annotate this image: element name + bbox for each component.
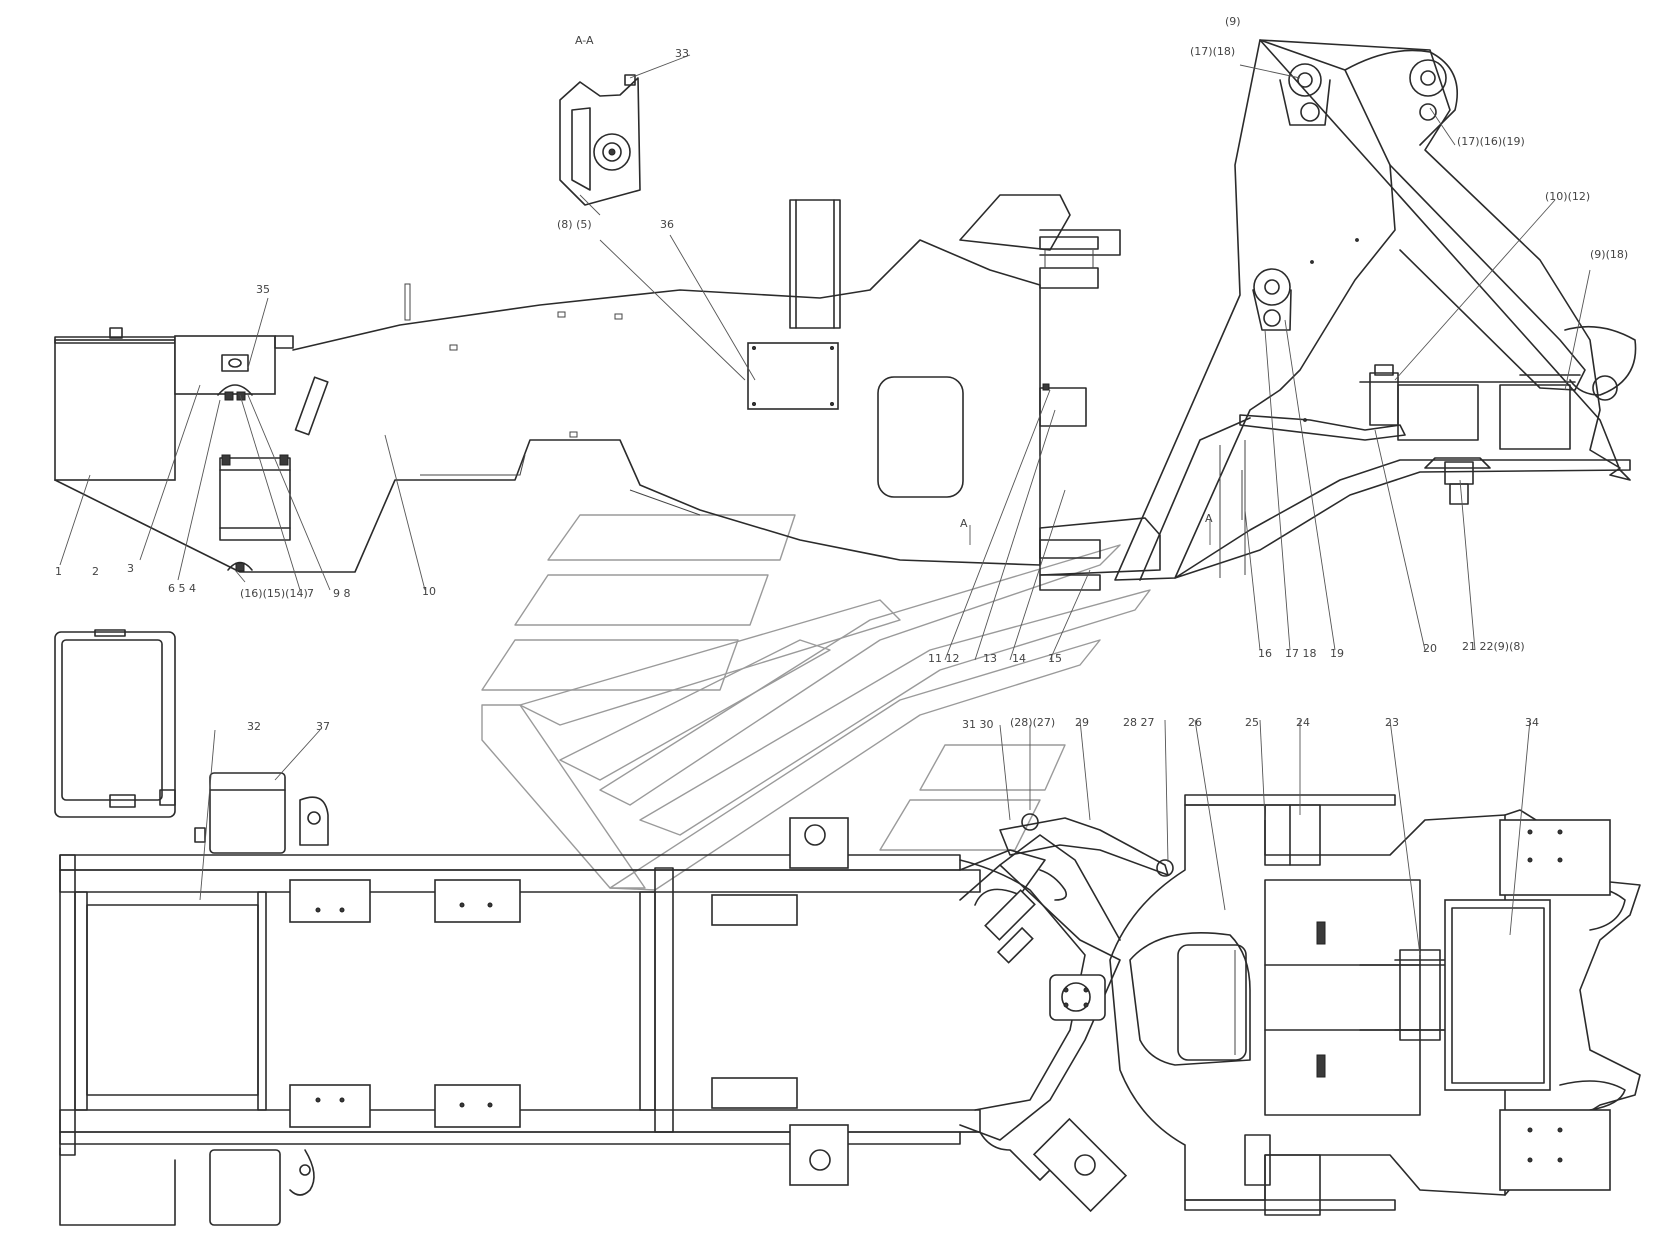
- callout-17-16-19: (17)(16)(19): [1457, 135, 1525, 148]
- callout-labels: A-A A A 33 (8) (5) 36 35 1 2 3 6 5 4 (16…: [55, 15, 1628, 733]
- callout-32: 32: [247, 720, 261, 733]
- section-mark-right: A: [1205, 512, 1213, 525]
- callout-28-27-paren: (28)(27): [1010, 716, 1055, 729]
- callout-16: 16: [1258, 647, 1272, 660]
- callout-13: 13: [983, 652, 997, 665]
- section-title: A-A: [575, 34, 594, 47]
- callout-33: 33: [675, 47, 689, 60]
- callout-19: 19: [1330, 647, 1344, 660]
- callout-31-30: 31 30: [962, 718, 994, 731]
- callout-24: 24: [1296, 716, 1310, 729]
- callout-7: 7: [307, 587, 314, 600]
- callout-34: 34: [1525, 716, 1539, 729]
- callout-9-18: (9)(18): [1590, 248, 1628, 261]
- frame-plan-view: [54, 629, 1641, 1226]
- callout-20: 20: [1423, 642, 1437, 655]
- callout-9-top: (9): [1225, 15, 1241, 28]
- callout-29: 29: [1075, 716, 1089, 729]
- callout-15: 15: [1048, 652, 1062, 665]
- callout-10-12: (10)(12): [1545, 190, 1590, 203]
- callout-23: 23: [1385, 716, 1399, 729]
- callout-37: 37: [316, 720, 330, 733]
- callout-3: 3: [127, 562, 134, 575]
- section-mark-left: A: [960, 517, 968, 530]
- callout-17-18: 17 18: [1285, 647, 1317, 660]
- callout-8-5: (8) (5): [557, 218, 592, 231]
- callout-35: 35: [256, 283, 270, 296]
- callout-9-8: 9 8: [333, 587, 351, 600]
- callout-2: 2: [92, 565, 99, 578]
- callout-14: 14: [1012, 652, 1026, 665]
- leader-lines: [59, 64, 1591, 956]
- callout-28-27: 28 27: [1123, 716, 1155, 729]
- callout-11-12: 11 12: [928, 652, 960, 665]
- section-a-a-detail: [559, 54, 691, 216]
- callout-17-18-top: (17)(18): [1190, 45, 1235, 58]
- callout-21-22: 21 22(9)(8): [1462, 640, 1525, 653]
- callout-6-5-4: 6 5 4: [168, 582, 196, 595]
- callout-1: 1: [55, 565, 62, 578]
- callout-10: 10: [422, 585, 436, 598]
- rear-frame-side-view: [54, 194, 1161, 591]
- callout-16-15-14: (16)(15)(14): [240, 587, 308, 600]
- front-frame-side-view: [1114, 39, 1637, 581]
- callout-26: 26: [1188, 716, 1202, 729]
- callout-36: 36: [660, 218, 674, 231]
- callout-25: 25: [1245, 716, 1259, 729]
